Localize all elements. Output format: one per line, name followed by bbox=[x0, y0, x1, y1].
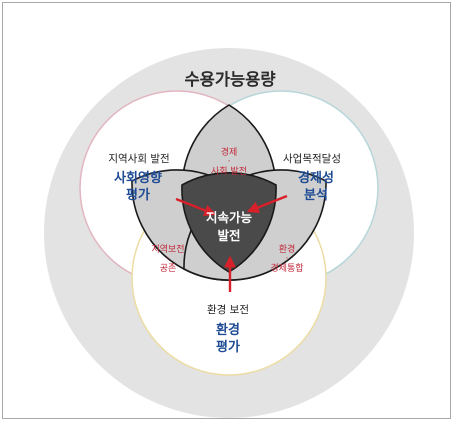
overlap-right-line1: 환경 bbox=[279, 243, 296, 255]
right-caption: 사업목적달성 bbox=[283, 152, 341, 165]
bottom-assessment-line2: 평가 bbox=[216, 339, 240, 355]
overlap-left-dot: · bbox=[167, 254, 170, 264]
left-assessment-line1: 사회영향 bbox=[114, 170, 162, 186]
overlap-top-line1: 경제 bbox=[221, 146, 238, 158]
overlap-right-line2: 경제통합 bbox=[270, 262, 303, 274]
right-assessment-line1: 경제성 bbox=[298, 170, 334, 186]
left-assessment-line2: 평가 bbox=[126, 187, 150, 203]
right-assessment-line2: 분석 bbox=[304, 188, 328, 203]
overlap-top-line2: 사회 발전 bbox=[211, 166, 247, 177]
overlap-left-line1: 지역보전 bbox=[151, 244, 184, 255]
arrow-from-right bbox=[246, 194, 288, 214]
overlap-right-dot: · bbox=[286, 254, 289, 264]
arrow-from-left bbox=[175, 197, 217, 217]
bottom-assessment-line1: 환경 bbox=[216, 322, 240, 338]
diagram-title: 수용가능용량 bbox=[184, 70, 275, 89]
overlap-left-line2: 공존 bbox=[160, 263, 177, 274]
overlap-top-dot: · bbox=[228, 157, 231, 167]
left-caption: 지역사회 발전 bbox=[108, 153, 169, 165]
center-label-line1: 지속가능 bbox=[206, 210, 253, 225]
bottom-caption: 환경 보전 bbox=[207, 303, 249, 316]
center-intersection bbox=[181, 172, 277, 273]
center-label-line2: 발전 bbox=[217, 228, 240, 243]
